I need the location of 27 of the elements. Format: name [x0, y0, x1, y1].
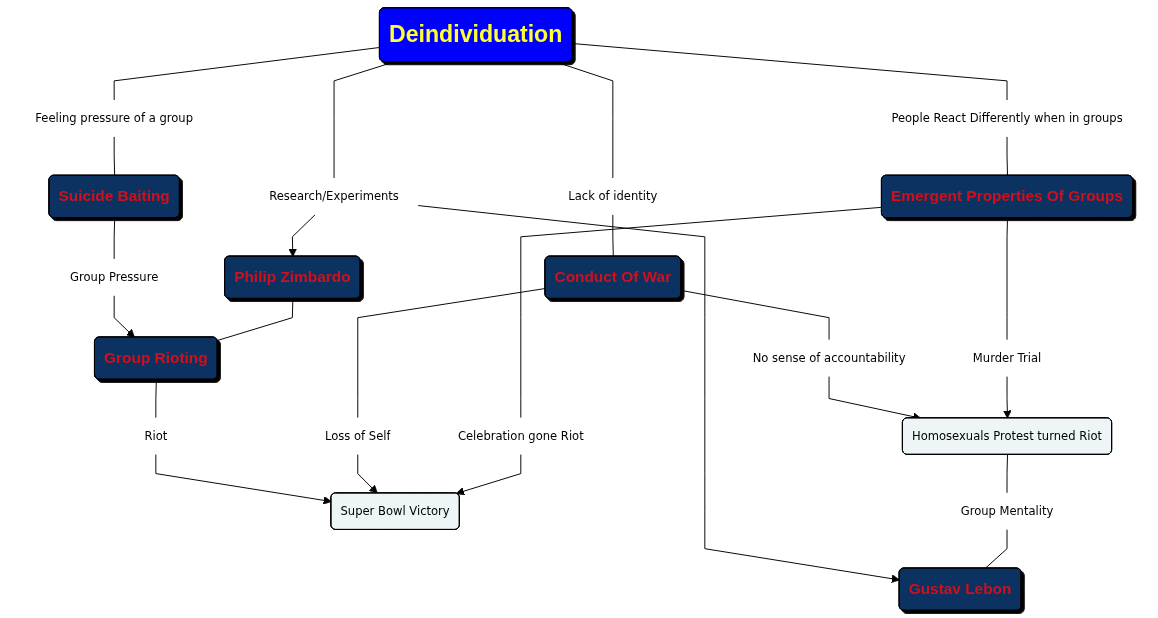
- connector: [984, 528, 1008, 569]
- node-text: Celebration gone Riot: [457, 429, 584, 443]
- connector: [1006, 217, 1008, 341]
- connector: [113, 46, 381, 101]
- connector: [155, 379, 157, 419]
- connector: [113, 217, 116, 260]
- connector: [520, 206, 883, 419]
- connector: [571, 43, 1008, 101]
- connector: [555, 61, 614, 179]
- connector: [680, 289, 830, 341]
- node-text: No sense of accountability: [752, 351, 906, 365]
- connector: [1006, 454, 1008, 494]
- node-text: Riot: [144, 429, 168, 443]
- node-text: Murder Trial: [972, 351, 1042, 365]
- node-text: Loss of Self: [325, 429, 391, 443]
- connector: [357, 288, 546, 419]
- connector: [1006, 136, 1008, 177]
- connector: [333, 61, 395, 179]
- node-text: People React Differently when in groups: [891, 111, 1123, 126]
- node-text: Lack of identity: [568, 189, 658, 204]
- node-text: Group Pressure: [70, 270, 159, 284]
- node-text: Research/Experiments: [269, 189, 399, 204]
- connector: [216, 298, 294, 341]
- connector: [612, 214, 614, 258]
- connector: [113, 136, 116, 177]
- node-text: Group Mentality: [960, 504, 1054, 518]
- node-text: Feeling pressure of a group: [35, 111, 193, 126]
